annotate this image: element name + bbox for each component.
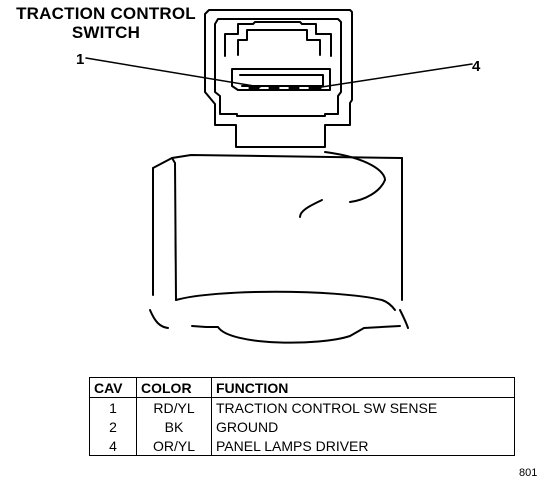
header-color: COLOR [136,377,212,398]
body-bottom-flange [149,309,409,329]
table-row: 1 RD/YL TRACTION CONTROL SW SENSE [89,397,515,417]
pin-label-1: 1 [76,51,85,68]
body-lower-lip [191,325,401,344]
cell-color: BK [136,417,212,436]
body-right-contour [324,151,386,203]
header-function: FUNCTION [211,377,515,398]
header-cav: CAV [89,377,137,398]
latch-outline [224,21,332,57]
connector-drawing [85,9,473,344]
body-outline [152,157,403,301]
terminal-cavity [231,68,331,91]
housing-outer [204,9,353,148]
cell-function: PANEL LAMPS DRIVER [211,436,515,456]
body-top-edge [152,154,403,169]
cell-color: OR/YL [136,436,212,456]
cell-cav: 4 [89,436,137,456]
housing-inner [214,18,342,117]
body-divider [174,229,177,301]
reference-code: 801 [519,467,538,479]
cell-color: RD/YL [136,397,212,417]
pin-label-4: 4 [472,58,481,75]
body-mid-contour [299,199,323,218]
title-line-2: SWITCH [71,23,141,42]
pinout-table: CAV COLOR FUNCTION 1 RD/YL TRACTION CONT… [89,377,515,456]
cell-cav: 2 [89,417,137,436]
latch-inner [237,29,321,56]
body-bottom-arc [175,290,396,311]
table-header-row: CAV COLOR FUNCTION [89,377,515,398]
table-row: 4 OR/YL PANEL LAMPS DRIVER [89,436,515,456]
terminal-cavity-inner [239,74,324,87]
cell-function: TRACTION CONTROL SW SENSE [211,397,515,417]
leader-line-4 [314,63,473,89]
cell-cav: 1 [89,397,137,417]
cell-function: GROUND [211,417,515,436]
diagram-title: TRACTION CONTROL SWITCH [6,4,206,42]
leader-line-1 [85,57,261,88]
title-line-1: TRACTION CONTROL [16,4,196,23]
table-row: 2 BK GROUND [89,417,515,436]
